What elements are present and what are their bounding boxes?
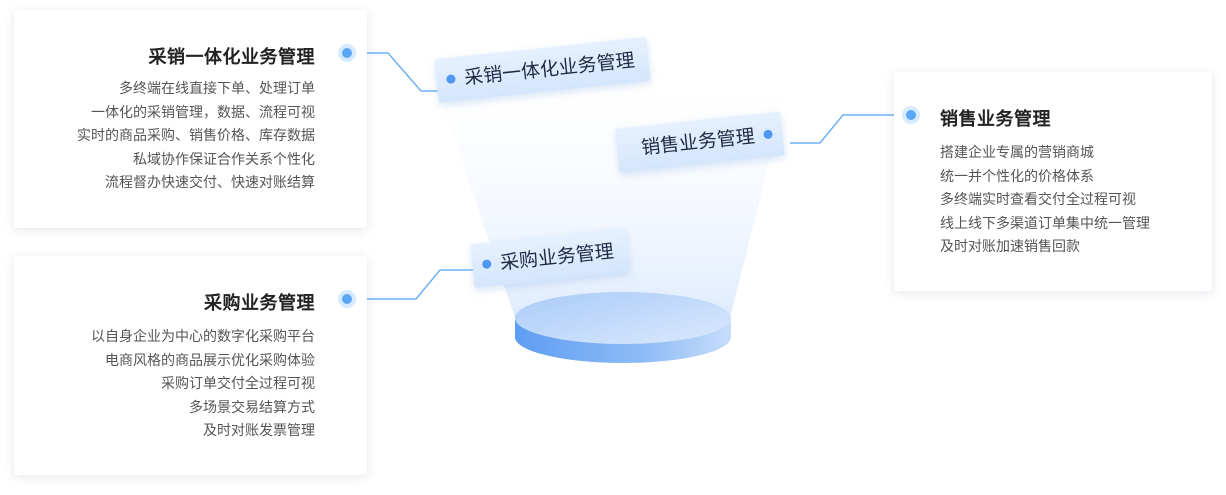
tag-dot [446, 74, 456, 85]
card-title: 采销一体化业务管理 [148, 47, 315, 68]
feature-line: 多终端实时查看交付全过程可视 [940, 192, 1136, 208]
feature-line: 多场景交易结算方式 [189, 399, 315, 416]
pedestal-top [515, 292, 731, 344]
node-dot-procurement-sales [342, 48, 352, 58]
feature-line: 统一并个性化的价格体系 [940, 168, 1094, 185]
feature-line: 一体化的采销管理，数据、流程可视 [91, 104, 315, 121]
feature-line: 实时的商品采购、销售价格、库存数据 [77, 128, 315, 144]
feature-line: 电商风格的商品展示优化采购体验 [105, 352, 315, 369]
card-lines: 以自身企业为中心的数字化采购平台 电商风格的商品展示优化采购体验 采购订单交付全… [91, 326, 315, 444]
card-title: 采购业务管理 [204, 293, 315, 314]
connector-procurement [352, 269, 480, 300]
card-procurement-sales: 采销一体化业务管理 多终端在线直接下单、处理订单 一体化的采销管理，数据、流程可… [14, 10, 367, 228]
feature-line: 流程督办快速交付、快速对账结算 [105, 175, 315, 191]
connector-procurement-sales [352, 52, 448, 92]
connector-sales [790, 114, 908, 144]
node-dot-sales [906, 110, 916, 120]
card-sales: 销售业务管理 搭建企业专属的营销商城 统一并个性化的价格体系 多终端实时查看交付… [894, 72, 1212, 291]
feature-line: 私域协作保证合作关系个性化 [133, 151, 315, 168]
card-procurement: 采购业务管理 以自身企业为中心的数字化采购平台 电商风格的商品展示优化采购体验 … [14, 256, 367, 475]
tag-label: 采销一体化业务管理 [463, 49, 636, 90]
tag-dot [481, 259, 492, 270]
feature-line: 以自身企业为中心的数字化采购平台 [91, 329, 315, 345]
tag-label: 销售业务管理 [640, 125, 756, 160]
card-title: 销售业务管理 [940, 109, 1051, 130]
tag-dot [763, 129, 774, 140]
feature-line: 及时对账加速销售回款 [940, 239, 1080, 255]
tag-label: 采购业务管理 [499, 240, 615, 275]
card-lines: 多终端在线直接下单、处理订单 一体化的采销管理，数据、流程可视 实时的商品采购、… [77, 78, 315, 196]
feature-line: 采购订单交付全过程可视 [161, 376, 315, 392]
feature-line: 多终端在线直接下单、处理订单 [119, 81, 315, 97]
feature-line: 搭建企业专属的营销商城 [940, 145, 1094, 161]
card-lines: 搭建企业专属的营销商城 统一并个性化的价格体系 多终端实时查看交付全过程可视 线… [940, 142, 1150, 260]
node-dot-procurement [342, 294, 352, 304]
feature-line: 线上线下多渠道订单集中统一管理 [940, 215, 1150, 232]
feature-line: 及时对账发票管理 [203, 423, 315, 439]
